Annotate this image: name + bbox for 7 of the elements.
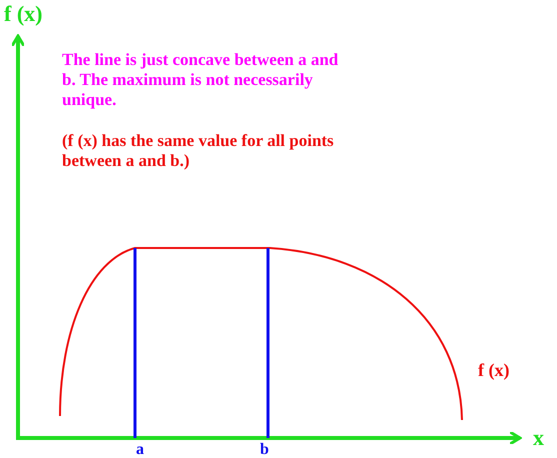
curve-label: f (x): [478, 360, 510, 380]
axis-label: x: [533, 428, 544, 448]
tick-label: a: [136, 440, 144, 458]
axis-label: f (x): [4, 4, 42, 24]
annotation-text: (f (x) has the same value for all points between a and b.): [62, 131, 335, 171]
tick-label: b: [260, 440, 269, 458]
annotation-text: The line is just concave between a and b. The maximum is not necessarily unique.: [62, 50, 340, 110]
